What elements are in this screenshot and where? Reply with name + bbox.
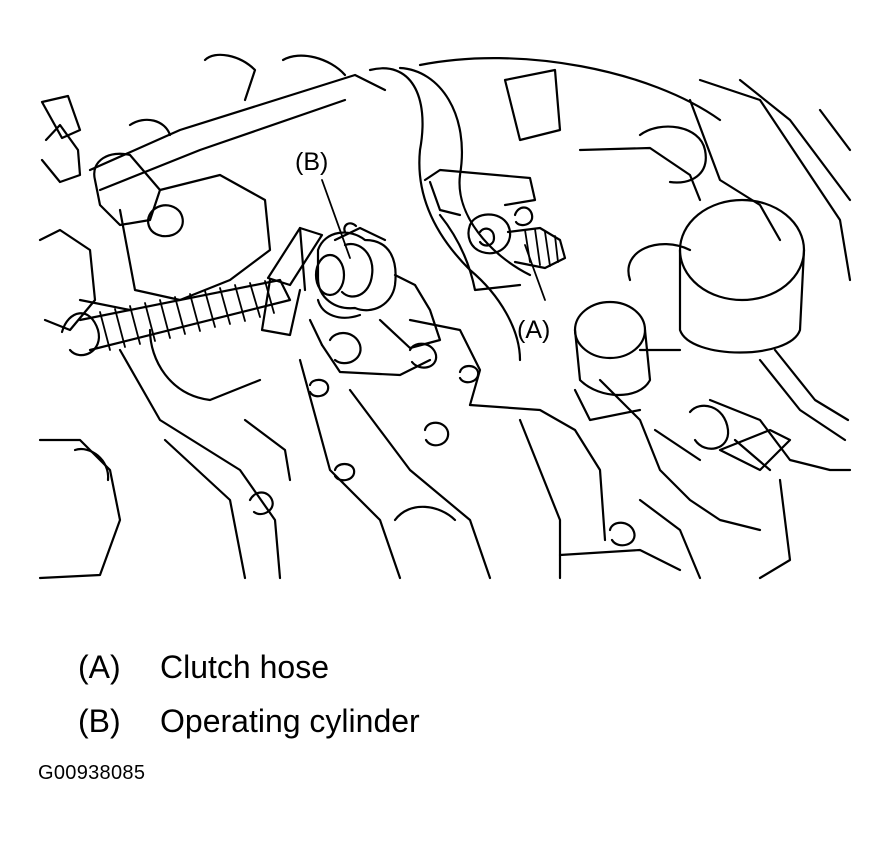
legend: (A) Clutch hose (B) Operating cylinder [78,640,420,748]
push-rod [60,278,292,357]
operating-cylinder-drawing [260,222,442,377]
legend-row-a: (A) Clutch hose [78,640,420,694]
legend-key-a: (A) [78,649,121,685]
legend-text-a: Clutch hose [160,649,329,685]
reservoir-drawing [573,198,806,422]
callout-a: (A) [517,316,550,344]
callout-b: (B) [295,148,328,176]
background-linework [38,53,852,580]
line-drawing: (B) (A) [38,53,852,580]
legend-text-b: Operating cylinder [160,703,420,739]
legend-key-b: (B) [78,703,121,739]
legend-row-b: (B) Operating cylinder [78,694,420,748]
leader-lines [321,179,546,301]
figure-id: G00938085 [38,762,146,784]
engine-bay-illustration: (B) (A) [38,53,852,580]
clutch-hose-drawing [423,168,567,292]
